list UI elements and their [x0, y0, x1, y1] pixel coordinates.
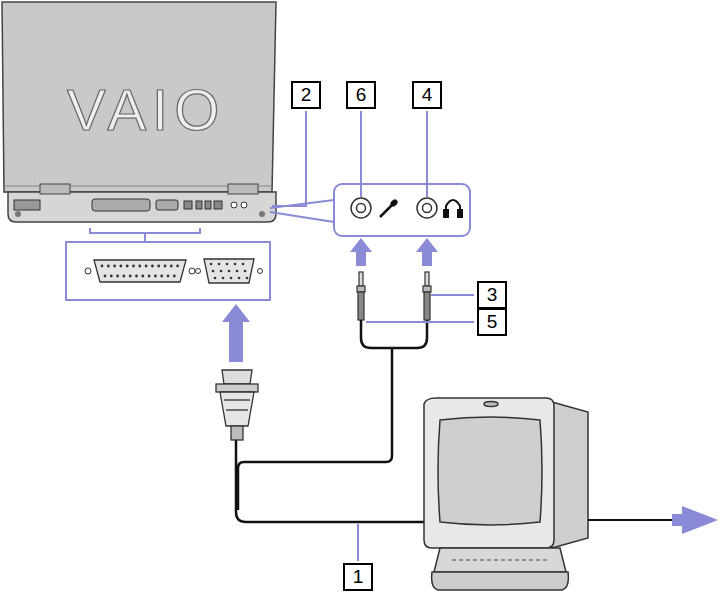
mic-jack: [351, 198, 371, 218]
callout-number: 5: [477, 308, 507, 336]
laptop-base: [8, 192, 276, 222]
callout-number: 4: [412, 81, 442, 109]
vga-port-small: [156, 200, 178, 210]
parallel-port: [94, 260, 186, 282]
headphone-icon: [444, 200, 462, 217]
callout-number: 3: [477, 281, 507, 309]
vent: [14, 200, 40, 210]
audio-inset: [334, 184, 470, 236]
callout-number: 6: [346, 81, 376, 109]
port-inset: [66, 242, 270, 300]
direction-arrow: [672, 506, 718, 534]
callout-number: 1: [343, 563, 373, 591]
brand-logo: VAIO: [67, 80, 225, 140]
vga-port: [204, 259, 254, 283]
leader-lines: [272, 111, 474, 561]
callout-number: 2: [291, 81, 321, 109]
vga-plug: [216, 370, 258, 440]
mic-icon: [380, 198, 399, 217]
parallel-port-small: [92, 199, 150, 211]
monitor-cable: [236, 440, 430, 522]
crt-monitor: [424, 398, 588, 590]
audio-cable: [361, 320, 427, 348]
laptop-lid: [2, 2, 276, 192]
headphone-jack: [417, 198, 437, 218]
insert-arrows: [222, 238, 438, 362]
audio-plugs: [357, 272, 431, 320]
